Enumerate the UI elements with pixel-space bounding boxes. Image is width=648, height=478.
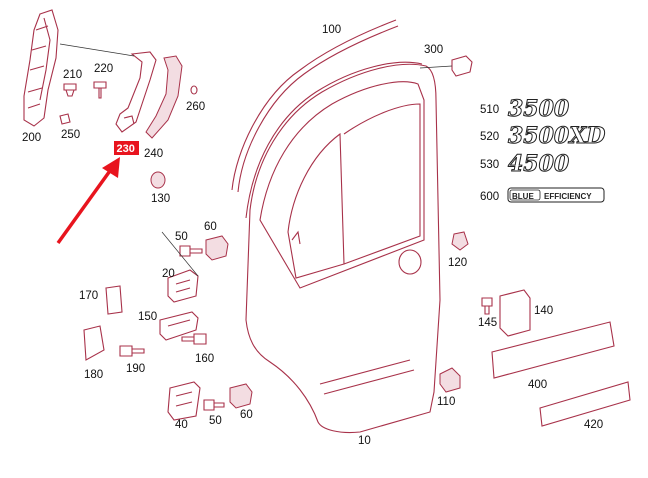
label-130: 130 <box>151 193 170 205</box>
part-40-hinge-bottom[interactable] <box>167 381 201 421</box>
label-50a: 50 <box>175 231 188 243</box>
part-220-screw[interactable] <box>93 81 107 99</box>
part-145-screw[interactable] <box>481 297 493 315</box>
part-210-clip[interactable] <box>63 83 77 97</box>
part-200-pillar-trim[interactable] <box>23 9 59 127</box>
part-240-grab-cover[interactable] <box>145 55 183 139</box>
label-150: 150 <box>138 311 157 323</box>
label-60a: 60 <box>204 221 217 233</box>
label-530: 530 <box>480 159 499 171</box>
label-190: 190 <box>126 363 145 375</box>
label-600: 600 <box>480 191 499 203</box>
part-230-handle[interactable] <box>115 51 157 133</box>
part-50-bolt-upper[interactable] <box>179 245 203 257</box>
label-140: 140 <box>534 305 553 317</box>
part-150-hinge-lower[interactable] <box>159 311 199 341</box>
label-260: 260 <box>186 101 205 113</box>
part-20-hinge-upper[interactable] <box>161 231 199 303</box>
label-20: 20 <box>162 268 175 280</box>
label-120: 120 <box>448 257 467 269</box>
label-200: 200 <box>22 132 41 144</box>
part-170-plate[interactable] <box>105 285 123 315</box>
badge-efficiency-text: EFFICIENCY <box>544 192 592 201</box>
label-110: 110 <box>437 396 455 408</box>
label-420: 420 <box>584 419 603 431</box>
badge-blue-text: BLUE <box>512 192 534 201</box>
label-510: 510 <box>480 104 499 116</box>
label-170: 170 <box>79 290 98 302</box>
part-250-clip[interactable] <box>59 113 71 125</box>
label-180: 180 <box>84 369 103 381</box>
label-250: 250 <box>61 129 80 141</box>
part-50-bolt-lower[interactable] <box>203 399 225 411</box>
part-300-lock[interactable] <box>419 55 473 77</box>
part-190-screw[interactable] <box>119 345 145 357</box>
label-50b: 50 <box>209 415 222 427</box>
part-140-cover[interactable] <box>499 289 531 337</box>
badge-3500xd: 3500XD <box>508 123 605 149</box>
label-60b: 60 <box>240 409 253 421</box>
part-260-plug[interactable] <box>190 85 198 95</box>
label-210: 210 <box>63 69 82 81</box>
part-10-door-shell[interactable] <box>245 61 441 434</box>
part-110-stopper[interactable] <box>439 367 461 393</box>
label-520: 520 <box>480 131 499 143</box>
part-180-cover[interactable] <box>83 325 105 361</box>
label-100: 100 <box>322 24 341 36</box>
part-420-moulding[interactable] <box>539 381 631 427</box>
part-160-bolt[interactable] <box>181 333 207 345</box>
label-220: 220 <box>94 63 113 75</box>
label-230: 230 <box>117 143 135 155</box>
part-60-bushing-upper[interactable] <box>205 235 229 261</box>
part-130-cap[interactable] <box>150 171 166 189</box>
part-100-weatherstrip[interactable] <box>231 19 399 193</box>
red-pointer-arrow <box>56 157 120 245</box>
label-240: 240 <box>144 148 163 160</box>
label-40: 40 <box>175 419 188 431</box>
label-300: 300 <box>424 44 443 56</box>
label-400: 400 <box>528 379 547 391</box>
badge-3500: 3500 <box>508 96 570 122</box>
label-160: 160 <box>195 353 214 365</box>
label-10: 10 <box>358 435 371 447</box>
part-120-grommet[interactable] <box>451 231 469 251</box>
leader-line-230 <box>59 43 135 57</box>
label-145: 145 <box>478 317 497 329</box>
part-60-bushing-lower[interactable] <box>229 383 253 409</box>
badge-4500: 4500 <box>508 151 570 177</box>
highlight-230[interactable]: 230 <box>114 141 139 155</box>
badge-blue-efficiency: BLUE EFFICIENCY <box>507 187 605 203</box>
part-400-moulding[interactable] <box>491 321 615 379</box>
